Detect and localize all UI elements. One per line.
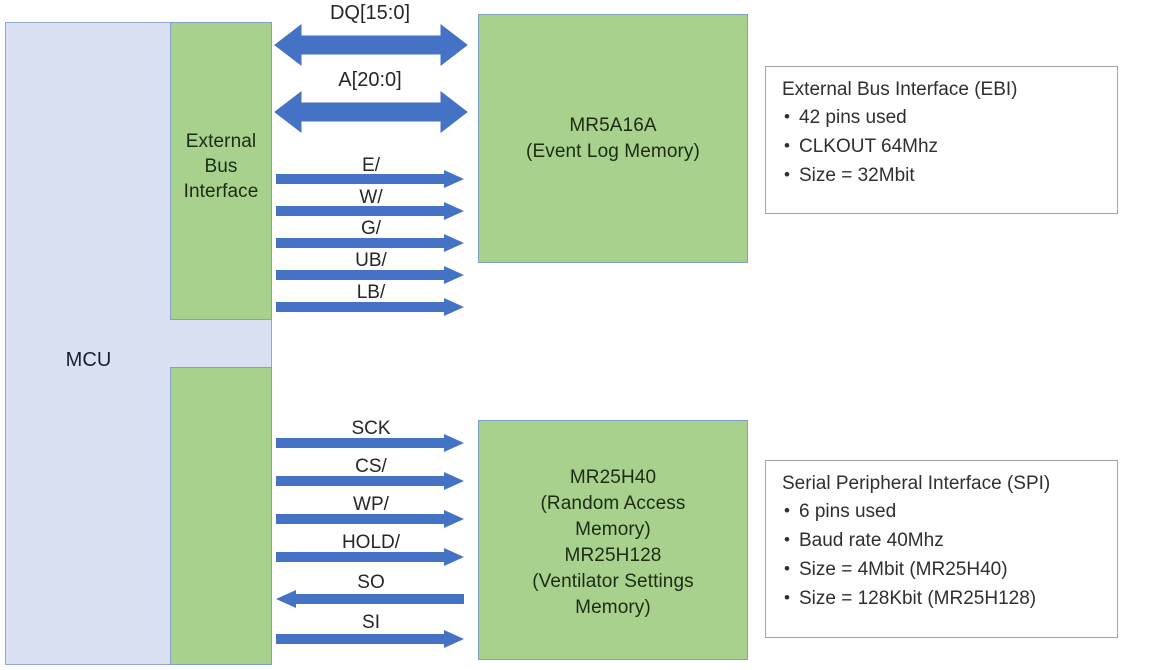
signal-arrow-lb [276, 298, 464, 316]
signal-label-ub: UB/ [355, 250, 387, 271]
signal-label-so: SO [357, 572, 385, 593]
note-spi-item: Size = 4Mbit (MR25H40) [782, 554, 1103, 584]
signal-label-e: E/ [362, 155, 380, 176]
signal-arrow-cs [276, 472, 464, 490]
note-spi-item: Size = 128Kbit (MR25H128) [782, 583, 1103, 613]
mcu-ebi-label-line-1: External [185, 131, 257, 152]
memory-mr25h-line-6: Memory) [575, 597, 651, 618]
note-spi-item: 6 pins used [782, 496, 1103, 526]
note-ebi-item: 42 pins used [782, 102, 1103, 132]
signal-arrow-ub [276, 266, 464, 284]
memory-block-mr5a16a: MR5A16A (Event Log Memory) [478, 14, 748, 263]
note-box-ebi: External Bus Interface (EBI) 42 pins use… [765, 66, 1118, 214]
mcu-ebi-label-line-3: Interface [183, 181, 259, 202]
memory-mr25h-line-4: MR25H128 [564, 545, 662, 566]
bus-label-a: A[20:0] [338, 69, 402, 91]
memory-mr25h-line-1: MR25H40 [569, 467, 657, 488]
signal-arrow-hold [276, 548, 464, 566]
mcu-spi-block [170, 367, 272, 665]
note-ebi-item: CLKOUT 64Mhz [782, 131, 1103, 161]
mcu-ebi-label-line-2: Bus [204, 156, 238, 177]
signal-arrow-g [276, 234, 464, 252]
signal-arrow-e [276, 170, 464, 188]
signal-label-cs: CS/ [355, 456, 387, 477]
signal-label-si: SI [362, 612, 380, 633]
signal-label-lb: LB/ [356, 282, 386, 303]
signal-label-sck: SCK [351, 418, 391, 439]
bus-label-dq: DQ[15:0] [329, 2, 411, 24]
signal-arrow-so [276, 590, 464, 608]
signal-label-w: W/ [359, 187, 383, 208]
signal-label-wp: WP/ [353, 494, 389, 515]
signal-label-g: G/ [360, 218, 382, 239]
memory-mr25h-line-2: (Random Access [540, 493, 686, 514]
note-spi-list: 6 pins used Baud rate 40Mhz Size = 4Mbit… [782, 496, 1103, 613]
memory-mr25h-line-3: Memory) [575, 519, 651, 540]
mcu-label: MCU [65, 349, 112, 371]
memory-mr25h-line-5: (Ventilator Settings [532, 571, 694, 592]
signal-label-hold: HOLD/ [341, 532, 401, 553]
signal-arrow-sck [276, 434, 464, 452]
note-ebi-list: 42 pins used CLKOUT 64Mhz Size = 32Mbit [782, 102, 1103, 190]
bus-arrow-dq [274, 23, 468, 67]
memory-block-mr25h: MR25H40 (Random Access Memory) MR25H128 … [478, 420, 748, 660]
bus-arrow-a [274, 90, 468, 134]
note-spi-title: Serial Peripheral Interface (SPI) [782, 473, 1051, 494]
note-ebi-item: Size = 32Mbit [782, 160, 1103, 190]
signal-arrow-si [276, 630, 464, 648]
mcu-ebi-block: External Bus Interface [170, 22, 272, 320]
signal-arrow-wp [276, 510, 464, 528]
note-box-spi: Serial Peripheral Interface (SPI) 6 pins… [765, 460, 1118, 638]
memory-mr5a16a-line-1: MR5A16A [569, 115, 657, 136]
signal-arrow-w [276, 202, 464, 220]
note-spi-item: Baud rate 40Mhz [782, 525, 1103, 555]
note-ebi-title: External Bus Interface (EBI) [782, 79, 1018, 100]
memory-mr5a16a-line-2: (Event Log Memory) [526, 141, 700, 162]
